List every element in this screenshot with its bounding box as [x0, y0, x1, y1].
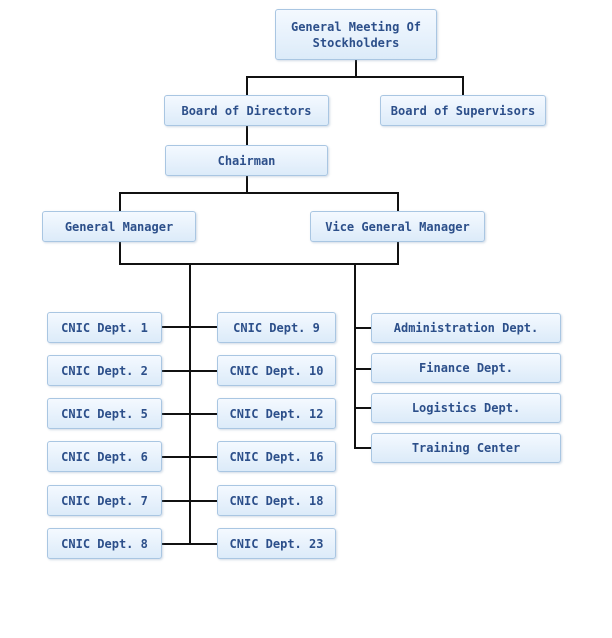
- node-general-manager: General Manager: [42, 211, 196, 242]
- connector-line: [246, 76, 248, 95]
- connector-line: [119, 192, 399, 194]
- connector-line: [162, 543, 217, 545]
- node-cnic-dept: CNIC Dept. 18: [217, 485, 336, 516]
- node-cnic-dept: CNIC Dept. 16: [217, 441, 336, 472]
- connector-line: [354, 368, 372, 370]
- node-logistics-dept: Logistics Dept.: [371, 393, 561, 423]
- node-cnic-dept: CNIC Dept. 6: [47, 441, 162, 472]
- connector-line: [189, 263, 191, 545]
- connector-line: [355, 60, 357, 77]
- node-chairman: Chairman: [165, 145, 328, 176]
- connector-line: [162, 370, 217, 372]
- node-cnic-dept: CNIC Dept. 1: [47, 312, 162, 343]
- node-cnic-dept: CNIC Dept. 12: [217, 398, 336, 429]
- connector-line: [246, 175, 248, 193]
- node-cnic-dept: CNIC Dept. 10: [217, 355, 336, 386]
- node-training-center: Training Center: [371, 433, 561, 463]
- node-cnic-dept: CNIC Dept. 9: [217, 312, 336, 343]
- connector-line: [354, 327, 372, 329]
- connector-line: [119, 192, 121, 211]
- node-cnic-dept: CNIC Dept. 8: [47, 528, 162, 559]
- connector-line: [162, 500, 217, 502]
- node-administration-dept: Administration Dept.: [371, 313, 561, 343]
- connector-line: [354, 447, 372, 449]
- node-finance-dept: Finance Dept.: [371, 353, 561, 383]
- connector-line: [162, 326, 217, 328]
- connector-line: [462, 76, 464, 95]
- node-cnic-dept: CNIC Dept. 2: [47, 355, 162, 386]
- node-cnic-dept: CNIC Dept. 5: [47, 398, 162, 429]
- connector-line: [162, 413, 217, 415]
- node-general-meeting: General Meeting Of Stockholders: [275, 9, 437, 60]
- node-cnic-dept: CNIC Dept. 23: [217, 528, 336, 559]
- connector-line: [397, 192, 399, 211]
- connector-line: [246, 76, 464, 78]
- node-board-of-directors: Board of Directors: [164, 95, 329, 126]
- connector-line: [354, 407, 372, 409]
- connector-line: [119, 242, 121, 264]
- connector-line: [397, 242, 399, 264]
- connector-line: [119, 263, 399, 265]
- node-cnic-dept: CNIC Dept. 7: [47, 485, 162, 516]
- node-vice-general-manager: Vice General Manager: [310, 211, 485, 242]
- node-board-of-supervisors: Board of Supervisors: [380, 95, 546, 126]
- connector-line: [162, 456, 217, 458]
- connector-line: [246, 125, 248, 145]
- connector-line: [354, 263, 356, 449]
